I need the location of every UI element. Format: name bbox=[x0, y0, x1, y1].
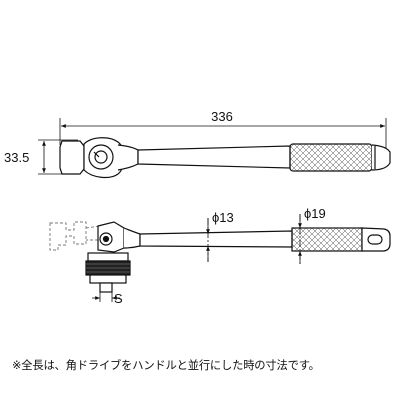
dimension-note: ※全長は、角ドライブをハンドルと並行にした時の寸法です。 bbox=[12, 359, 320, 372]
swivel-head-side bbox=[85, 221, 141, 293]
side-view: S ϕ13 ϕ19 bbox=[49, 206, 391, 306]
drive-size-label: S bbox=[114, 291, 123, 306]
ghost-head-outline bbox=[49, 221, 101, 251]
overall-length-label: 336 bbox=[211, 109, 233, 124]
grip-side bbox=[291, 227, 391, 252]
shaft-top bbox=[137, 145, 291, 169]
top-view: 336 33.5 bbox=[4, 109, 391, 179]
ratchet-head-top bbox=[59, 137, 139, 179]
shaft-side bbox=[139, 230, 293, 248]
shaft-diameter-label: ϕ13 bbox=[212, 210, 234, 225]
grip-diameter-label: ϕ19 bbox=[304, 206, 326, 221]
head-height-label: 33.5 bbox=[4, 150, 29, 165]
grip-top bbox=[289, 143, 391, 172]
